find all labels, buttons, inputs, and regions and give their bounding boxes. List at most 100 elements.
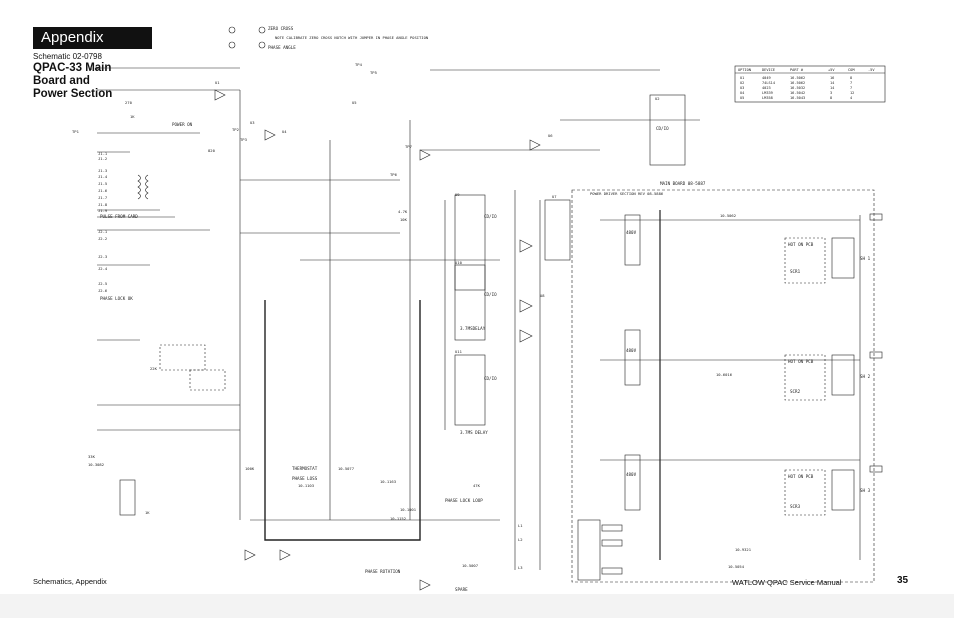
resistor-value-5: 22K [150, 366, 158, 371]
connector-label-18: TP1 [72, 129, 80, 134]
resistor-value-1: 270 [125, 100, 133, 105]
cd-io-label-1: CD/IO [484, 214, 497, 219]
page-bottom-margin [0, 594, 954, 618]
power-driver-boundary [571, 189, 875, 583]
ic-label-0: U1 [215, 80, 220, 85]
power-on-label: POWER ON [172, 122, 193, 127]
part-number-7: 10-9321 [735, 547, 752, 552]
ic-u11 [454, 354, 486, 426]
resistor-value-2: 1K [130, 114, 135, 119]
resistor-value-9: 10K [400, 217, 408, 222]
option-row-1-c2: 16-5062 [790, 81, 805, 85]
option-table-text: OPTION DEVICE PART # +5V COM -5V U1 4049… [738, 68, 875, 100]
option-header-2: PART # [790, 68, 804, 72]
option-row-3-c1: LM339 [762, 91, 773, 95]
option-row-1-c3: 14 [830, 81, 834, 85]
phase-rotation-label: PHASE ROTATION [365, 569, 401, 574]
hot-on-pcb-3: HOT ON PCB [788, 474, 814, 479]
ic-label-3: U4 [282, 129, 287, 134]
resistor-value-3: 820 [208, 148, 216, 153]
option-row-1-c4: 7 [850, 81, 852, 85]
resistor-value-6: 100K [245, 466, 255, 471]
option-row-1-c1: 74LS14 [762, 81, 775, 85]
spare-label: SPARE [455, 587, 468, 592]
option-row-4-c2: 16-5043 [790, 96, 805, 100]
option-row-2-c4: 7 [850, 86, 852, 90]
option-row-2-c0: U3 [740, 86, 744, 90]
schematic-number: Schematic 02-0798 [33, 52, 102, 61]
option-row-1-c0: U2 [740, 81, 744, 85]
part-number-1: 10-1103 [298, 483, 314, 488]
connector-label-17: L3 [518, 565, 523, 570]
connector-label-5: J1-6 [98, 188, 108, 193]
part-number-8: 10-5054 [728, 564, 745, 569]
phase-lock-ok-label: PHASE LOCK OK [100, 296, 133, 301]
part-number-10: 10-6016 [716, 372, 733, 377]
heater-label-3: SH 3 [860, 488, 871, 493]
option-row-3-c4: 12 [850, 91, 854, 95]
scr-label-1: SCR1 [790, 269, 801, 274]
connector-label-23: TP6 [390, 172, 398, 177]
connector-label-14: J2-6 [98, 288, 108, 293]
ic-u9 [454, 194, 486, 291]
connector-label-12: J2-4 [98, 266, 108, 271]
option-header-0: OPTION [738, 68, 751, 72]
connector-label-8: J1-9 [98, 208, 108, 213]
heater-3 [831, 469, 855, 511]
part-number-6: 10-5007 [462, 563, 478, 568]
connector-label-7: J1-8 [98, 202, 108, 207]
line-voltage-3: 480V [626, 472, 637, 477]
connector-label-19: TP2 [232, 127, 239, 132]
resistor-value-7: 33K [88, 454, 96, 459]
option-header-5: -5V [868, 68, 875, 72]
option-row-4-c4: 4 [850, 96, 852, 100]
connector-label-3: J1-4 [98, 174, 108, 179]
ic-label-9: U10 [455, 260, 463, 265]
line-voltage-1: 480V [626, 230, 637, 235]
connector-label-1: J1-2 [98, 156, 107, 161]
phase-lock-loop-label: PHASE LOCK LOOP [445, 498, 483, 503]
page-number: 35 [897, 575, 909, 586]
connector-label-24: TP7 [405, 144, 412, 149]
phase-loss-label: PHASE LOSS [292, 476, 318, 481]
resistor-value-8: 1K [145, 510, 150, 515]
heater-1 [831, 237, 855, 279]
scr-label-3: SCR3 [790, 504, 801, 509]
part-number-5: 10-1001 [400, 507, 417, 512]
hot-on-pcb-1: HOT ON PCB [788, 242, 814, 247]
connector-label-6: J1-7 [98, 195, 107, 200]
connector-label-16: L2 [518, 537, 523, 542]
option-header-3: +5V [828, 68, 835, 72]
ic-u6 [649, 94, 686, 166]
cd-io-label-4: CD/IO [656, 126, 669, 131]
part-number-0: 10-3082 [88, 462, 104, 467]
zero-cross-label: ZERO CROSS [268, 26, 294, 31]
option-row-0-c3: 16 [830, 76, 834, 80]
part-number-9: 10-5062 [720, 213, 736, 218]
option-table [734, 65, 886, 103]
heater-label-1: SH 1 [860, 256, 871, 261]
scr-label-2: SCR2 [790, 389, 801, 394]
ic-label-10: U11 [455, 349, 463, 354]
option-row-0-c2: 16-5062 [790, 76, 805, 80]
connector-label-9: J2-1 [98, 229, 108, 234]
delay-label-2: 3.7MS DELAY [460, 430, 488, 435]
part-number-3: 10-1163 [380, 479, 396, 484]
option-row-2-c3: 14 [830, 86, 834, 90]
resistor-value-0: 5.6K [90, 66, 100, 71]
connector-label-2: J1-3 [98, 168, 107, 173]
ic-label-7: U8 [540, 293, 545, 298]
ic-label-4: U5 [352, 100, 357, 105]
ic-label-8: U9 [455, 192, 460, 197]
main-board-label: MAIN BOARD 08-5887 [660, 181, 706, 186]
connector-label-22: TP5 [370, 70, 377, 75]
footer-right: WATLOW QPAC Service Manual [732, 578, 842, 587]
option-row-0-c0: U1 [740, 76, 744, 80]
ic-label-2: U3 [250, 120, 255, 125]
footer-left: Schematics, Appendix [33, 577, 107, 586]
cd-io-label-3: CD/IO [484, 376, 497, 381]
connector-label-0: J1-1 [98, 151, 108, 156]
